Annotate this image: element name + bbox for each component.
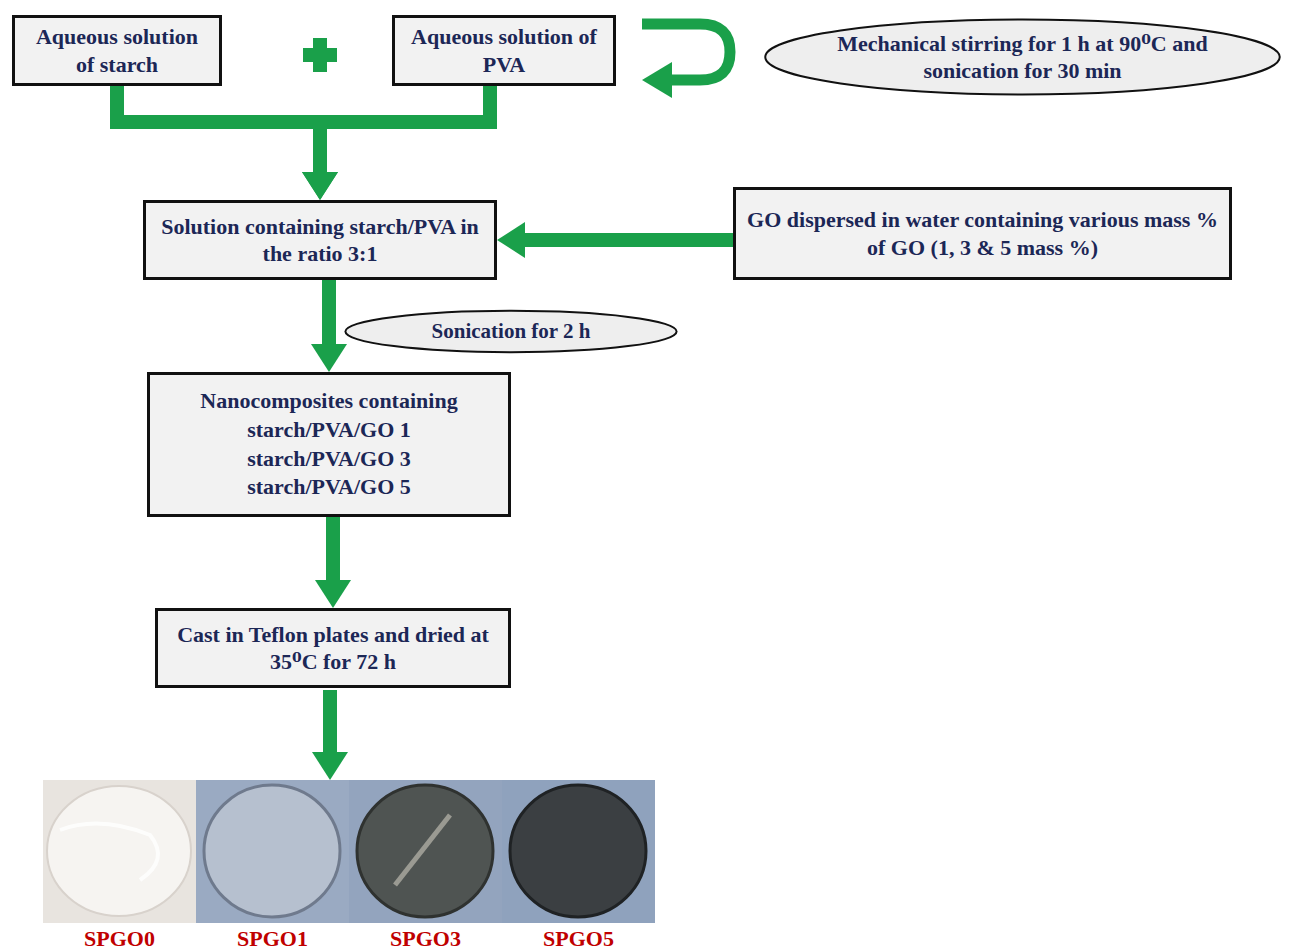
arrow-line: [320, 86, 490, 172]
node-text: GO dispersed in water containing various…: [746, 206, 1219, 261]
process-box: GO dispersed in water containing various…: [733, 187, 1232, 280]
node-text: Mechanical stirring for 1 h at 90⁰C and …: [800, 30, 1245, 85]
node-text: Nanocomposites containing: [200, 387, 457, 416]
node-text: Aqueous solution of starch: [25, 23, 209, 78]
cycle-arrow: [642, 24, 730, 98]
node-text: Aqueous solution of PVA: [405, 23, 603, 78]
node-line: starch/PVA/GO 5: [247, 473, 411, 502]
arrow-line: [322, 280, 336, 344]
flow-arrow: [302, 86, 490, 200]
node-text: Solution containing starch/PVA in the ra…: [156, 213, 484, 268]
arrow-head: [302, 172, 338, 200]
flow-arrow: [117, 86, 338, 200]
film-photos: [43, 780, 655, 923]
flow-arrow: [312, 690, 348, 780]
flow-arrow: [311, 280, 347, 372]
condition-ellipse: Mechanical stirring for 1 h at 90⁰C and …: [760, 18, 1285, 96]
node-text: Sonication for 2 h: [432, 318, 591, 344]
plus-symbol: [303, 38, 337, 72]
node-text: Cast in Teflon plates and dried at 35⁰C …: [168, 621, 498, 676]
condition-ellipse: Sonication for 2 h: [342, 310, 680, 353]
arrow-line: [117, 86, 320, 172]
process-box: Aqueous solution of starch: [12, 15, 222, 86]
process-box: Aqueous solution of PVA: [392, 15, 616, 86]
arrow-head: [315, 580, 351, 608]
flow-arrow: [315, 517, 351, 608]
node-line: starch/PVA/GO 3: [247, 445, 411, 474]
arrow-line: [525, 233, 733, 247]
process-box: Cast in Teflon plates and dried at 35⁰C …: [155, 608, 511, 688]
sample-label: SPGO0: [84, 926, 155, 952]
arrow-head: [311, 344, 347, 372]
arrow-line: [326, 517, 340, 580]
sample-label: SPGO3: [390, 926, 461, 952]
arrow-head: [302, 172, 338, 200]
node-line: starch/PVA/GO 1: [247, 416, 411, 445]
flow-arrow: [497, 222, 733, 258]
sample-label: SPGO1: [237, 926, 308, 952]
ellipse-outline: [760, 18, 1285, 96]
arrow-head: [497, 222, 525, 258]
process-box: Solution containing starch/PVA in the ra…: [143, 200, 497, 280]
sample-label: SPGO5: [543, 926, 614, 952]
process-box: Nanocomposites containingstarch/PVA/GO 1…: [147, 372, 511, 517]
